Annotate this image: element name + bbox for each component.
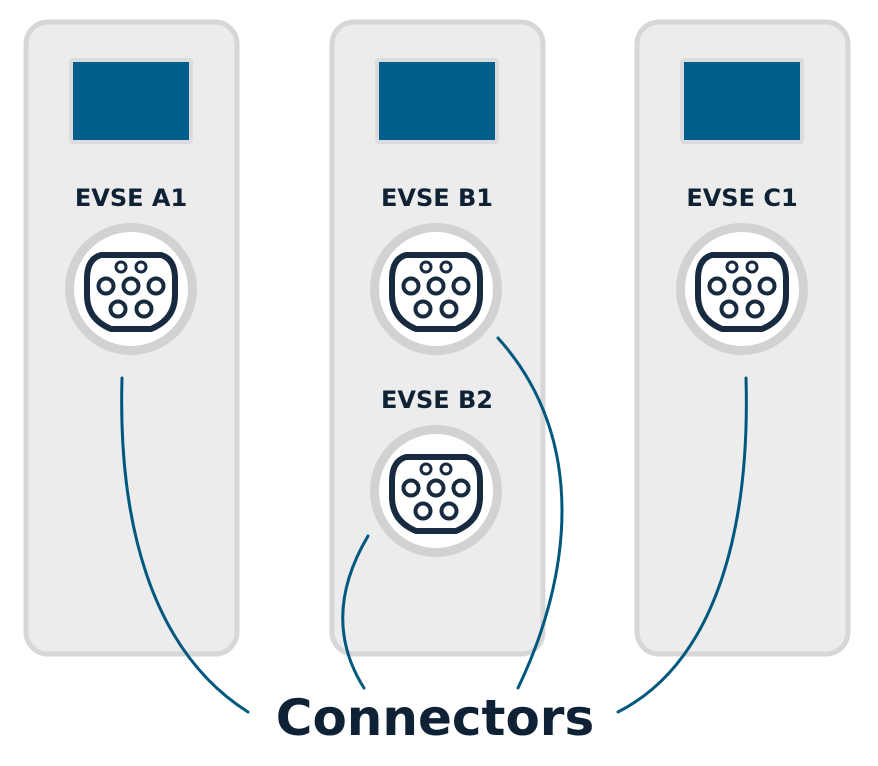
type2-plug-icon [370, 223, 502, 355]
display-screen-icon [680, 58, 804, 144]
type2-plug-icon [676, 223, 808, 355]
connectors-caption: Connectors [276, 689, 594, 747]
evse-b1-label: EVSE B1 [381, 184, 493, 212]
evse-b2-label: EVSE B2 [381, 386, 493, 414]
charging-station-a: EVSE A1 [23, 19, 240, 657]
leader-line-b1 [496, 336, 564, 690]
display-screen-icon [375, 58, 499, 144]
leader-line-c1 [616, 376, 748, 714]
leader-line-b2 [341, 534, 370, 690]
evse-a1-label: EVSE A1 [75, 184, 187, 212]
type2-plug-icon [65, 223, 197, 355]
evse-c1-label: EVSE C1 [686, 184, 797, 212]
leader-line-a1 [120, 376, 250, 714]
charging-station-b: EVSE B1 EVSE B2 [329, 19, 546, 657]
display-screen-icon [69, 58, 193, 144]
charging-station-c: EVSE C1 [634, 19, 851, 657]
leader-lines [120, 336, 748, 714]
type2-plug-icon [370, 425, 502, 557]
